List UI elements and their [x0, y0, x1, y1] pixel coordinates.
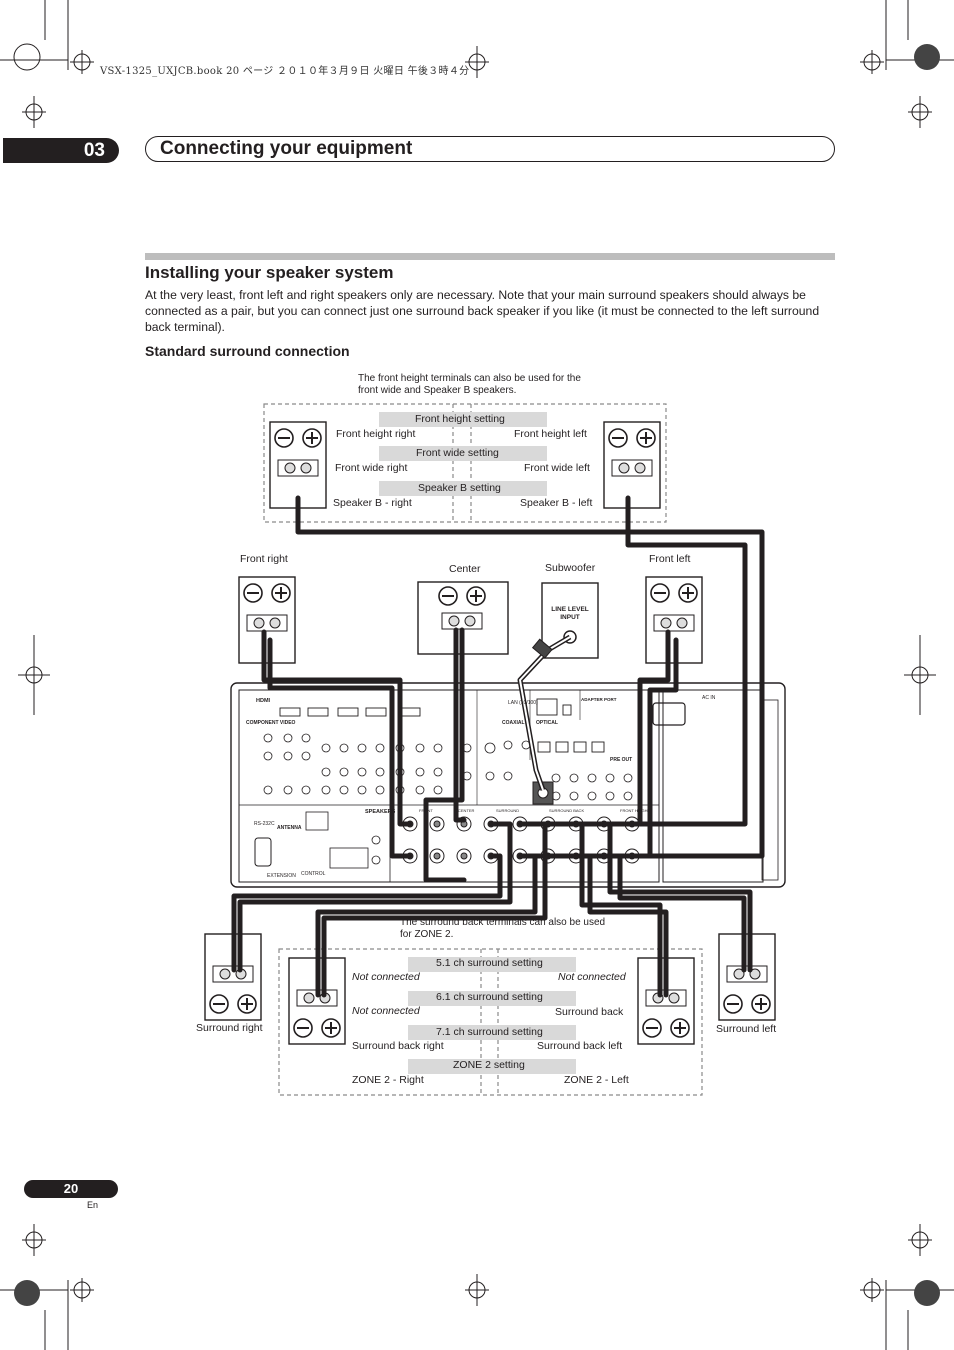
language-code: En	[87, 1200, 99, 1210]
receiver-speakers-label: SPEAKERS	[365, 809, 396, 815]
label-front-wide-setting: Front wide setting	[416, 447, 499, 459]
label-front-left: Front left	[649, 553, 691, 565]
receiver-antenna-label: ANTENNA	[277, 825, 302, 831]
label-front-height-setting: Front height setting	[415, 413, 505, 425]
receiver-optical-label: OPTICAL	[536, 720, 558, 726]
label-51-right: Not connected	[558, 971, 626, 983]
receiver-hdmi-label: HDMI	[256, 698, 271, 704]
book-info-line: VSX-1325_UXJCB.book 20 ページ ２０１０年３月９日 火曜日…	[100, 66, 470, 77]
receiver-acin-label: AC IN	[702, 695, 716, 701]
receiver-surround-back-label: SURROUND BACK	[549, 808, 585, 813]
label-zone2-setting: ZONE 2 setting	[453, 1059, 525, 1071]
section-rule	[145, 253, 835, 260]
label-front-right: Front right	[240, 553, 288, 565]
receiver-extension-label: EXTENSION	[267, 873, 296, 879]
label-51-setting: 5.1 ch surround setting	[436, 957, 543, 969]
label-speaker-b-right: Speaker B - right	[333, 497, 412, 509]
label-zone2-left: ZONE 2 - Right	[352, 1074, 424, 1086]
receiver-center-label: CENTER	[458, 808, 475, 813]
label-front-height-left: Front height left	[514, 428, 587, 440]
chapter-title: Connecting your equipment	[160, 138, 413, 159]
label-61-left: Not connected	[352, 1005, 420, 1017]
label-71-left: Surround back right	[352, 1040, 444, 1052]
label-surround-right: Surround right	[196, 1022, 263, 1034]
receiver-adapter-label: ADAPTER PORT	[581, 697, 617, 702]
receiver-rs232c-label: RS-232C	[254, 821, 275, 827]
chapter-number: 03	[3, 138, 119, 163]
label-subwoofer: Subwoofer	[545, 562, 596, 574]
section-title: Installing your speaker system	[145, 263, 394, 282]
receiver-preout-label: PRE OUT	[610, 757, 633, 763]
page-number: 20	[24, 1180, 118, 1198]
label-surround-left: Surround left	[716, 1023, 777, 1035]
receiver-front-height-label: FRONT HEIGHT	[620, 808, 650, 813]
receiver-control-label: CONTROL	[301, 871, 326, 877]
label-61-right: Surround back	[555, 1006, 624, 1018]
subwoofer-input-label: LINE LEVEL INPUT	[551, 606, 589, 621]
label-speaker-b-setting: Speaker B setting	[418, 482, 501, 494]
receiver-lan-label: LAN (10/100)	[508, 700, 538, 706]
label-center: Center	[449, 563, 481, 575]
label-front-wide-right: Front wide right	[335, 462, 408, 474]
receiver-surround-label: SURROUND	[496, 808, 520, 813]
label-71-setting: 7.1 ch surround setting	[436, 1026, 543, 1038]
receiver-coaxial-label: COAXIAL	[502, 720, 525, 726]
label-speaker-b-left: Speaker B - left	[520, 497, 593, 509]
subsection-title: Standard surround connection	[145, 343, 350, 359]
label-71-right: Surround back left	[537, 1040, 623, 1052]
intro-paragraph: At the very least, front left and right …	[145, 288, 820, 334]
chapter-title-bar	[145, 136, 835, 162]
label-61-setting: 6.1 ch surround setting	[436, 991, 543, 1003]
receiver-component-label: COMPONENT VIDEO	[246, 720, 296, 726]
label-front-height-right: Front height right	[336, 428, 416, 440]
label-front-wide-left: Front wide left	[524, 462, 590, 474]
bottom-note: The surround back terminals can also be …	[400, 917, 606, 940]
label-zone2-right: ZONE 2 - Left	[564, 1074, 629, 1086]
label-51-left: Not connected	[352, 971, 420, 983]
receiver-front-label: FRONT	[419, 808, 433, 813]
top-note: The front height terminals can also be u…	[358, 373, 581, 396]
